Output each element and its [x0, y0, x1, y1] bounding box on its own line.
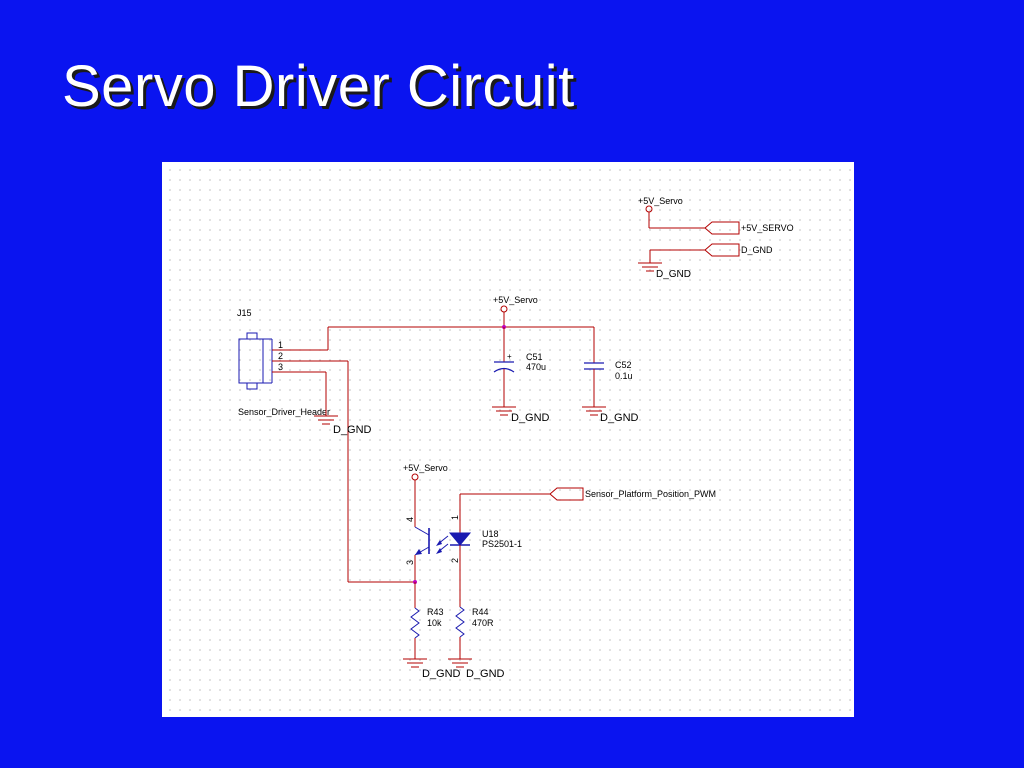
j15-header: J15 1 2 3 Sensor_Driver_Header: [237, 308, 330, 417]
r44-value: 470R: [472, 618, 494, 628]
j15-value: Sensor_Driver_Header: [238, 407, 330, 417]
power-port-c51-icon: [500, 305, 508, 313]
c51-polarity: +: [507, 352, 512, 361]
u18-value: PS2501-1: [482, 539, 522, 549]
u18-light-arrows-icon: [436, 535, 449, 554]
u18-pin1: 1: [450, 515, 460, 520]
power-port-top-label: +5V_Servo: [638, 196, 683, 206]
power-port-u18-label: +5V_Servo: [403, 463, 448, 473]
top-power-section: +5V_Servo +5V_SERVO D_GND D_GND: [637, 196, 794, 280]
power-port-top-icon: [645, 205, 653, 213]
u18-pin2: 2: [450, 558, 460, 563]
ground-c51-label: D_GND: [511, 412, 550, 424]
c51-plate-bottom: [493, 367, 515, 373]
c51-value: 470u: [526, 362, 546, 372]
c52-ref: C52: [615, 360, 632, 370]
c51-ref: C51: [526, 352, 543, 362]
resistor-section: R43 10k D_GND R44 470R D_GND: [402, 580, 505, 680]
ground-j15-label: D_GND: [333, 424, 372, 436]
ground-r43-icon: [402, 658, 428, 668]
r43-value: 10k: [427, 618, 442, 628]
power-port-c51-label: +5V_Servo: [493, 295, 538, 305]
r43-body: [410, 607, 420, 639]
j15-tab-top: [246, 332, 258, 340]
schematic-sheet: +5V_Servo +5V_SERVO D_GND D_GND J15 1 2 …: [162, 162, 854, 717]
u18-ref: U18: [482, 529, 499, 539]
offpage-gnd-label: D_GND: [741, 245, 773, 255]
offpage-servo-icon: [704, 221, 740, 235]
j15-wires: D_GND: [272, 326, 594, 583]
j15-pin2: 2: [278, 351, 283, 361]
pwm-connector: Sensor_Platform_Position_PWM: [460, 487, 716, 501]
r43-ref: R43: [427, 607, 444, 617]
j15-pin3: 3: [278, 362, 283, 372]
r44-body: [455, 606, 465, 638]
ground-r44-icon: [447, 658, 473, 668]
u18-led-icon: [448, 532, 472, 546]
u18-pin4: 4: [405, 517, 415, 522]
ground-c52-label: D_GND: [600, 412, 639, 424]
r44-ref: R44: [472, 607, 489, 617]
c52-value: 0.1u: [615, 371, 633, 381]
u18-emitter-arrow: [415, 549, 422, 555]
j15-body: [238, 338, 264, 384]
power-port-u18-icon: [411, 473, 419, 481]
u18-pin3: 3: [405, 560, 415, 565]
schematic-diagram: +5V_Servo +5V_SERVO D_GND D_GND J15 1 2 …: [237, 196, 794, 680]
offpage-pwm-icon: [549, 487, 584, 501]
ground-top-label: D_GND: [656, 269, 691, 280]
offpage-pwm-label: Sensor_Platform_Position_PWM: [585, 489, 716, 499]
ground-r43-label: D_GND: [422, 668, 461, 680]
offpage-gnd-icon: [704, 243, 740, 257]
j15-ref: J15: [237, 308, 252, 318]
ground-j15-icon: [313, 415, 339, 425]
offpage-servo-label: +5V_SERVO: [741, 223, 794, 233]
slide-title: Servo Driver Circuit: [62, 54, 575, 119]
ground-r44-label: D_GND: [466, 668, 505, 680]
j15-tab-bottom: [246, 382, 258, 390]
capacitor-section: +5V_Servo + C51 470u D_GND C52 0.1u D_GN…: [491, 295, 639, 424]
j15-pin1: 1: [278, 340, 283, 350]
u18-optocoupler: +5V_Servo 4 3 1 2 U18: [403, 463, 522, 607]
